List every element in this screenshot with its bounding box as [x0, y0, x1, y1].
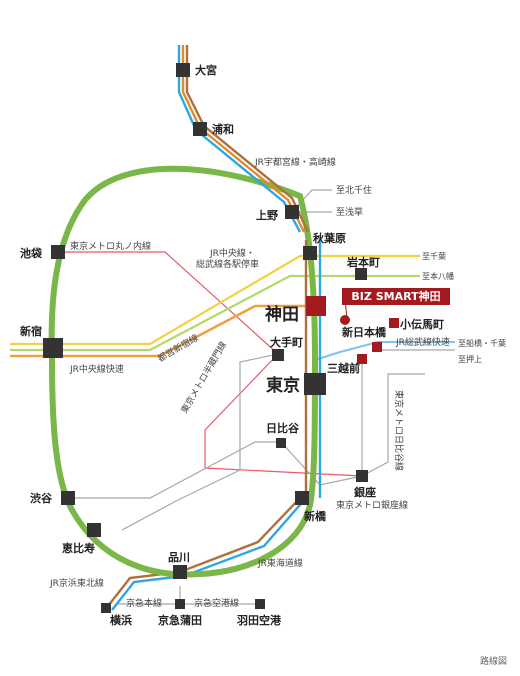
label-keikyu-airport: 京急空港線 [194, 597, 239, 609]
station-box-ginza [356, 470, 368, 482]
station-akihabara: 秋葉原 [313, 231, 346, 245]
station-box-otemachi [272, 349, 284, 361]
office-label-box [342, 288, 450, 305]
station-box-keikyu-kamata [175, 599, 185, 609]
label-utsunomiya-takasaki: JR宇都宮線・高崎線 [254, 156, 336, 168]
label-marunouchi: 東京メトロ丸ノ内線 [70, 240, 151, 252]
station-box-mitsukoshimae [357, 354, 367, 364]
station-box-akihabara [303, 246, 317, 260]
station-shibuya: 渋谷 [30, 491, 53, 505]
station-mitsukoshimae: 三越前 [327, 361, 360, 375]
station-otemachi: 大手町 [270, 335, 303, 349]
office-marker-group: BIZ SMART神田 [340, 288, 450, 325]
office-location-dot [340, 315, 350, 325]
station-shinjuku: 新宿 [20, 324, 42, 338]
station-tokyo: 東京 [266, 375, 300, 396]
station-hibiya: 日比谷 [266, 421, 300, 435]
station-markers [43, 63, 399, 613]
label-to-motoyawata: 至本八幡 [422, 271, 454, 281]
station-iwamotocho: 岩本町 [346, 255, 380, 269]
station-box-kanda [306, 296, 326, 316]
office-label: BIZ SMART神田 [351, 289, 440, 303]
station-box-shin-nihombashi [372, 342, 382, 352]
label-chuo-sobu-local: JR中央線・ 総武線各駅停車 [196, 247, 259, 270]
map-caption: 路線図 [480, 655, 507, 667]
station-keikyu-kamata: 京急蒲田 [158, 613, 202, 627]
label-keihin-tohoku: JR京浜東北線 [49, 577, 104, 589]
station-box-ebisu [87, 523, 101, 537]
station-kodemmacho: 小伝馬町 [399, 317, 444, 331]
sobu-rapid-line [314, 341, 455, 361]
label-to-funabashi-chiba: 至船橋・千葉 [458, 338, 506, 348]
label-hanzomon: 東京メトロ半蔵門線 [178, 339, 229, 415]
station-box-shibuya [61, 491, 75, 505]
station-box-ikebukuro [51, 245, 65, 259]
label-chuo-sobu-local-1: JR中央線・ [209, 247, 255, 259]
label-sobu-rapid: JR総武線快速 [395, 336, 450, 348]
station-box-haneda [255, 599, 265, 609]
label-keikyu-main: 京急本線 [126, 597, 162, 609]
station-urawa: 浦和 [212, 122, 234, 136]
chuo-rapid-line [10, 304, 315, 358]
station-shimbashi: 新橋 [304, 509, 327, 523]
label-ginza-line: 東京メトロ銀座線 [336, 499, 408, 511]
station-box-shinjuku [43, 338, 63, 358]
station-labels: 大宮 浦和 上野 秋葉原 岩本町 神田 新日本橋 小伝馬町 池袋 新宿 大手町 … [20, 63, 444, 627]
hibiya-line [361, 373, 425, 477]
label-to-kitasenju: 至北千住 [336, 184, 372, 196]
station-box-omiya [176, 63, 190, 77]
station-omiya: 大宮 [195, 63, 217, 77]
station-shinagawa: 品川 [168, 551, 190, 564]
station-box-ueno [285, 205, 299, 219]
station-box-hibiya [276, 438, 286, 448]
station-box-kodemmacho [389, 318, 399, 328]
station-ueno: 上野 [256, 208, 278, 222]
label-tokaido: JR東海道線 [257, 557, 303, 569]
station-box-yokohama [101, 603, 111, 613]
station-box-shimbashi [295, 491, 309, 505]
station-yokohama: 横浜 [110, 613, 132, 627]
label-chuo-sobu-local-2: 総武線各駅停車 [196, 258, 259, 270]
label-chuo-rapid: JR中央線快速 [69, 363, 124, 375]
station-kanda: 神田 [265, 304, 299, 325]
station-ikebukuro: 池袋 [20, 246, 43, 260]
station-box-shinagawa [173, 565, 187, 579]
label-to-chiba: 至千葉 [422, 251, 446, 261]
hanzomon-line [121, 353, 279, 531]
station-haneda: 羽田空港 [237, 613, 282, 627]
station-box-iwamotocho [355, 268, 367, 280]
label-to-oshiage: 至押上 [458, 354, 482, 364]
station-box-urawa [193, 122, 207, 136]
station-box-tokyo [304, 373, 326, 395]
station-ginza: 銀座 [354, 485, 376, 499]
marunouchi-line-south [204, 353, 363, 477]
label-hibiya-line: 東京メトロ日比谷線 [393, 390, 405, 471]
station-ebisu: 恵比寿 [62, 541, 95, 555]
marunouchi-line [58, 251, 279, 355]
chuo-sobu-local-line [10, 254, 420, 346]
label-to-asakusa: 至浅草 [336, 206, 363, 218]
to-kitasenju-line [291, 189, 332, 213]
station-shin-nihombashi: 新日本橋 [342, 325, 387, 339]
